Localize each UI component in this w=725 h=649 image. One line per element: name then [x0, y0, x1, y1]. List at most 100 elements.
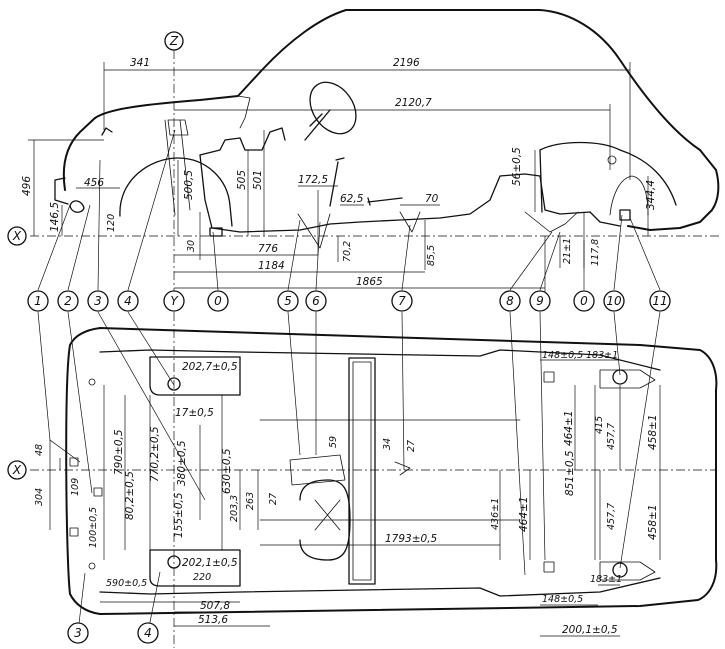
hand-brake-lever — [367, 197, 403, 206]
callout-4-bottom: 4 — [144, 626, 152, 640]
callout-2-circle — [57, 290, 79, 312]
callout-11: 11 — [652, 294, 667, 308]
x-axis-label-top: X — [12, 229, 22, 243]
dim-1865: 1865 — [356, 276, 383, 288]
callout-2: 2 — [64, 294, 72, 308]
dim-464-1-a: 464±1 — [563, 410, 575, 446]
dim-790: 790±0,5 — [113, 429, 125, 475]
z-axis-label: Z — [169, 34, 179, 48]
dim-155: 155±0,5 — [173, 492, 185, 538]
callout-0-rear-circle — [573, 290, 595, 312]
rear-arch-detail — [609, 175, 649, 216]
hand-brake-bracket — [394, 461, 411, 476]
dim-415: 415 — [594, 416, 605, 434]
rear-right-bracket — [599, 561, 656, 581]
callout-1: 1 — [34, 294, 42, 308]
callout-6: 6 — [312, 294, 320, 308]
dim-457-7-a: 457,7 — [606, 423, 617, 450]
dim-202-7: 202,7±0,5 — [182, 361, 238, 373]
dim-341: 341 — [130, 57, 150, 69]
dim-183-a: 183±1 — [586, 350, 618, 361]
dim-27-a: 27 — [268, 493, 279, 505]
plan-dimensions — [49, 359, 661, 637]
front-hole-upper — [69, 457, 79, 467]
callout-1-circle — [27, 290, 49, 312]
dim-770-2: 770,2±0,5 — [149, 426, 161, 482]
dim-590: 590±0,5 — [106, 578, 147, 589]
dim-220: 220 — [193, 572, 211, 583]
dim-513-6: 513,6 — [198, 614, 228, 626]
tunnel-edge — [259, 419, 521, 521]
dim-2120-7: 2120,7 — [395, 97, 432, 109]
dim-183-b: 183±1 — [590, 574, 622, 585]
dim-501: 501 — [252, 170, 264, 190]
dim-507-8: 507,8 — [200, 600, 230, 612]
callout-7: 7 — [398, 294, 406, 308]
callout-0-rear: 0 — [580, 294, 588, 308]
dim-27-b: 27 — [406, 440, 417, 452]
front-center-hole — [93, 487, 103, 497]
callout-4-bottom-circle — [137, 622, 159, 644]
dim-172-5: 172,5 — [298, 174, 328, 186]
dim-117-8: 117,8 — [590, 239, 601, 266]
plan-dimension-labels: 202,7±0,5 790±0,5 80,2±0,5 770,2±0,5 17±… — [34, 350, 659, 636]
front-fender-hatch — [164, 119, 191, 216]
callout-7-circle — [391, 290, 413, 312]
callout-8: 8 — [506, 294, 514, 308]
dim-505: 505 — [236, 170, 248, 190]
dim-203-3: 203,3 — [229, 495, 240, 522]
dim-146-5: 146,5 — [49, 202, 61, 232]
dim-200-1: 200,1±0,5 — [562, 624, 618, 636]
floor-inner-outline — [99, 349, 661, 597]
front-hook — [101, 127, 113, 136]
seat-track-frame — [348, 357, 376, 585]
front-tow-point — [69, 200, 85, 213]
dim-776: 776 — [258, 243, 278, 255]
callout-3-bottom-circle — [67, 622, 89, 644]
dim-17: 17±0,5 — [175, 407, 214, 419]
dim-851: 851±0,5 — [564, 450, 576, 496]
steering-column — [304, 109, 331, 141]
dim-120: 120 — [106, 214, 117, 232]
dim-56-0-5: 56±0,5 — [511, 147, 523, 186]
callout-3-bottom: 3 — [74, 626, 82, 640]
rear-jack-point — [619, 209, 631, 221]
plan-view — [65, 327, 718, 615]
dim-70: 70 — [425, 193, 439, 205]
dim-148-b: 148±0,5 — [542, 594, 583, 605]
callout-3: 3 — [94, 294, 102, 308]
rear-left-sensor — [543, 371, 555, 383]
callout-8-circle — [499, 290, 521, 312]
rear-left-bracket — [599, 369, 656, 389]
dim-304: 304 — [34, 488, 45, 506]
front-hole-lower — [69, 527, 79, 537]
dim-458-b: 458±1 — [647, 504, 659, 540]
callout-0-front-circle — [207, 290, 229, 312]
dim-1184: 1184 — [258, 260, 285, 272]
dim-48: 48 — [34, 444, 45, 456]
dim-59: 59 — [328, 436, 339, 448]
callout-9-circle — [529, 290, 551, 312]
dim-263: 263 — [245, 492, 256, 510]
callout-3-circle — [87, 290, 109, 312]
front-left-strut-mount — [167, 377, 181, 391]
side-dimension-labels: 341 2196 2120,7 496 146,5 456 120 500,5 … — [21, 57, 657, 288]
dim-2196: 2196 — [393, 57, 420, 69]
callout-4: 4 — [124, 294, 132, 308]
dim-344-4: 344,4 — [645, 180, 657, 210]
floor-panel — [199, 154, 621, 233]
callout-9: 9 — [536, 294, 544, 308]
callout-5-circle — [277, 290, 299, 312]
front-wheel-arch — [119, 157, 233, 227]
dim-630: 630±0,5 — [221, 448, 233, 494]
side-view — [54, 9, 720, 249]
plan-axes: X — [7, 312, 715, 648]
dim-458-a: 458±1 — [647, 414, 659, 450]
y-axis-marker — [163, 290, 185, 312]
car-body-side-outline — [62, 9, 720, 231]
dim-70-2: 70,2 — [342, 241, 353, 262]
gear-lever — [329, 157, 345, 207]
dim-80-2: 80,2±0,5 — [124, 471, 136, 520]
callout-0-front: 0 — [214, 294, 222, 308]
car-body-plan-outline — [65, 327, 718, 615]
